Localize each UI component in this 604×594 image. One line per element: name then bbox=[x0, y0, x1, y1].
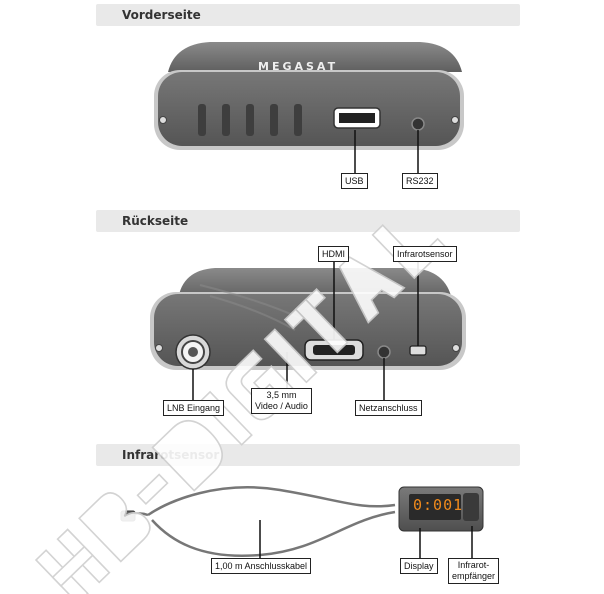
label-cable: 1,00 m Anschlusskabel bbox=[211, 558, 312, 574]
ir-leaders bbox=[259, 520, 473, 558]
label-power: Netzanschluss bbox=[355, 400, 422, 416]
ir-sensor-assembly bbox=[120, 486, 484, 557]
display-digits: 0:001 bbox=[413, 496, 464, 514]
section-header-front: Vorderseite bbox=[96, 4, 520, 26]
label-av: 3,5 mm Video / Audio bbox=[251, 388, 312, 414]
label-usb: USB bbox=[341, 173, 368, 189]
front-device bbox=[154, 42, 464, 150]
label-receiver-line2: empfänger bbox=[452, 571, 496, 581]
label-receiver: Infrarot- empfänger bbox=[448, 558, 500, 584]
label-av-line2: Video / Audio bbox=[255, 401, 308, 411]
label-av-line1: 3,5 mm bbox=[266, 390, 297, 400]
label-display: Display bbox=[400, 558, 438, 574]
front-leaders bbox=[354, 130, 419, 174]
label-lnb: LNB Eingang bbox=[163, 400, 225, 416]
label-hdmi: HDMI bbox=[318, 246, 349, 262]
section-header-back: Rückseite bbox=[96, 210, 520, 232]
label-rs232: RS232 bbox=[402, 173, 438, 189]
label-ir-sensor: Infrarotsensor bbox=[393, 246, 457, 262]
label-receiver-line1: Infrarot- bbox=[457, 560, 490, 570]
brand-logo: MEGASAT bbox=[258, 60, 339, 73]
